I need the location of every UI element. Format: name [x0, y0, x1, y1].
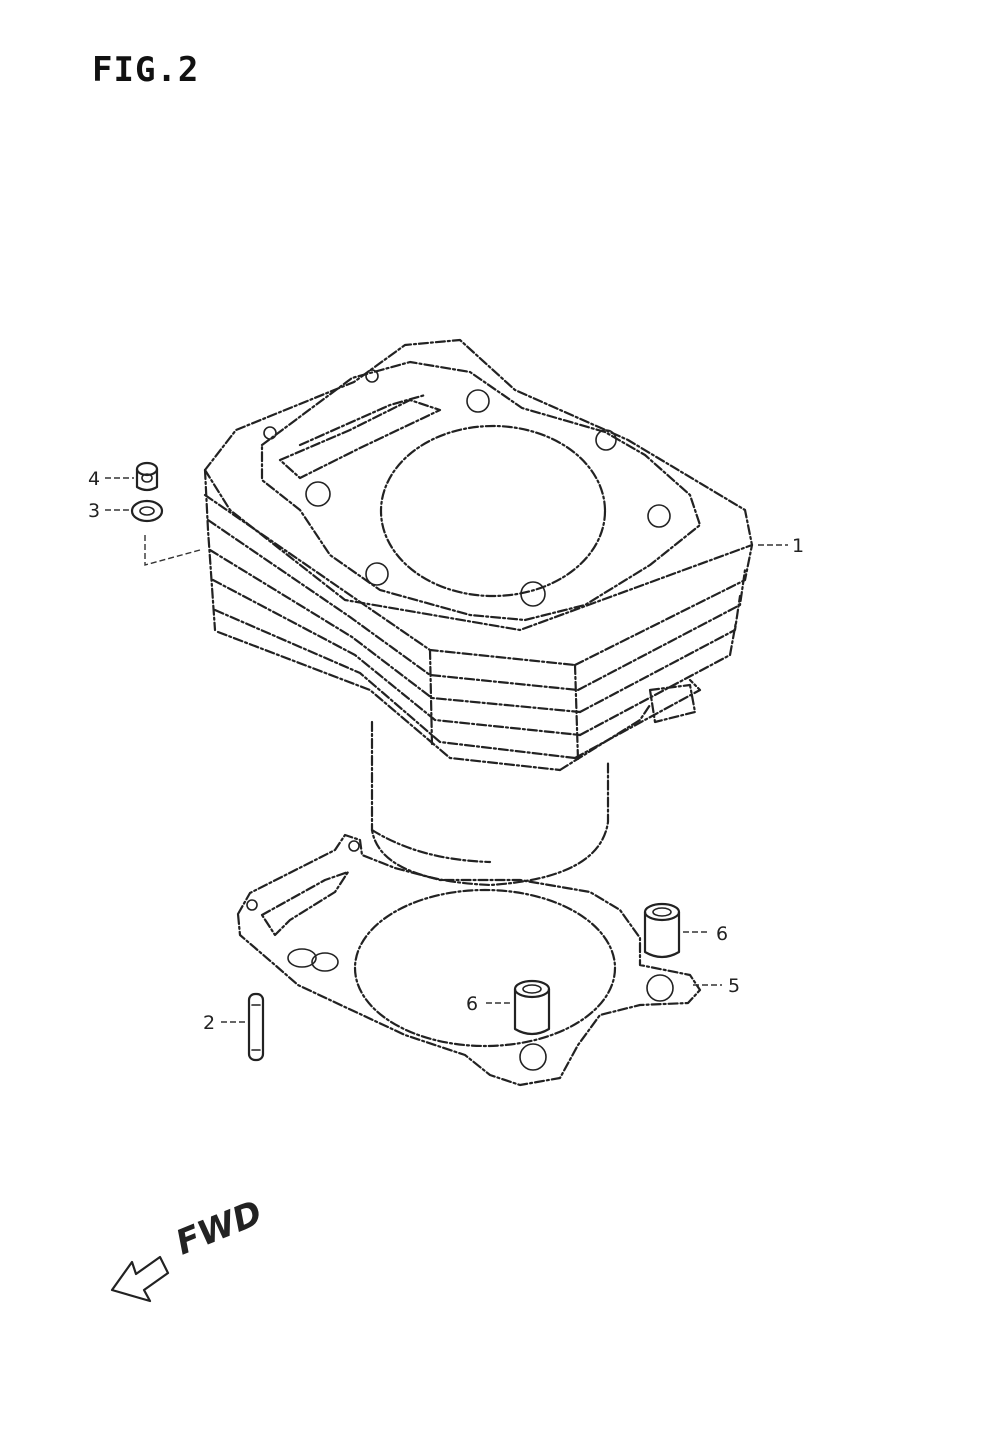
callout-5: 5	[728, 975, 740, 997]
washer-part	[130, 499, 164, 523]
callout-6-lower: 6	[466, 993, 478, 1015]
figure-title: FIG.2	[92, 50, 200, 90]
dowel-pin-lower	[513, 979, 551, 1036]
callout-2: 2	[203, 1012, 215, 1034]
callout-3: 3	[88, 500, 100, 522]
leader-line-washer-to-cylinder	[144, 535, 201, 566]
cylinder-part	[203, 338, 754, 887]
nut-part	[135, 461, 159, 492]
arrow-left-icon	[110, 1255, 170, 1303]
callout-1: 1	[792, 535, 804, 557]
fwd-label: FWD	[170, 1193, 267, 1263]
stud-bolt-part	[247, 992, 265, 1062]
gasket-part	[236, 833, 702, 1087]
dowel-pin-upper	[643, 902, 681, 959]
callout-4: 4	[88, 468, 100, 490]
callout-6-upper: 6	[716, 923, 728, 945]
